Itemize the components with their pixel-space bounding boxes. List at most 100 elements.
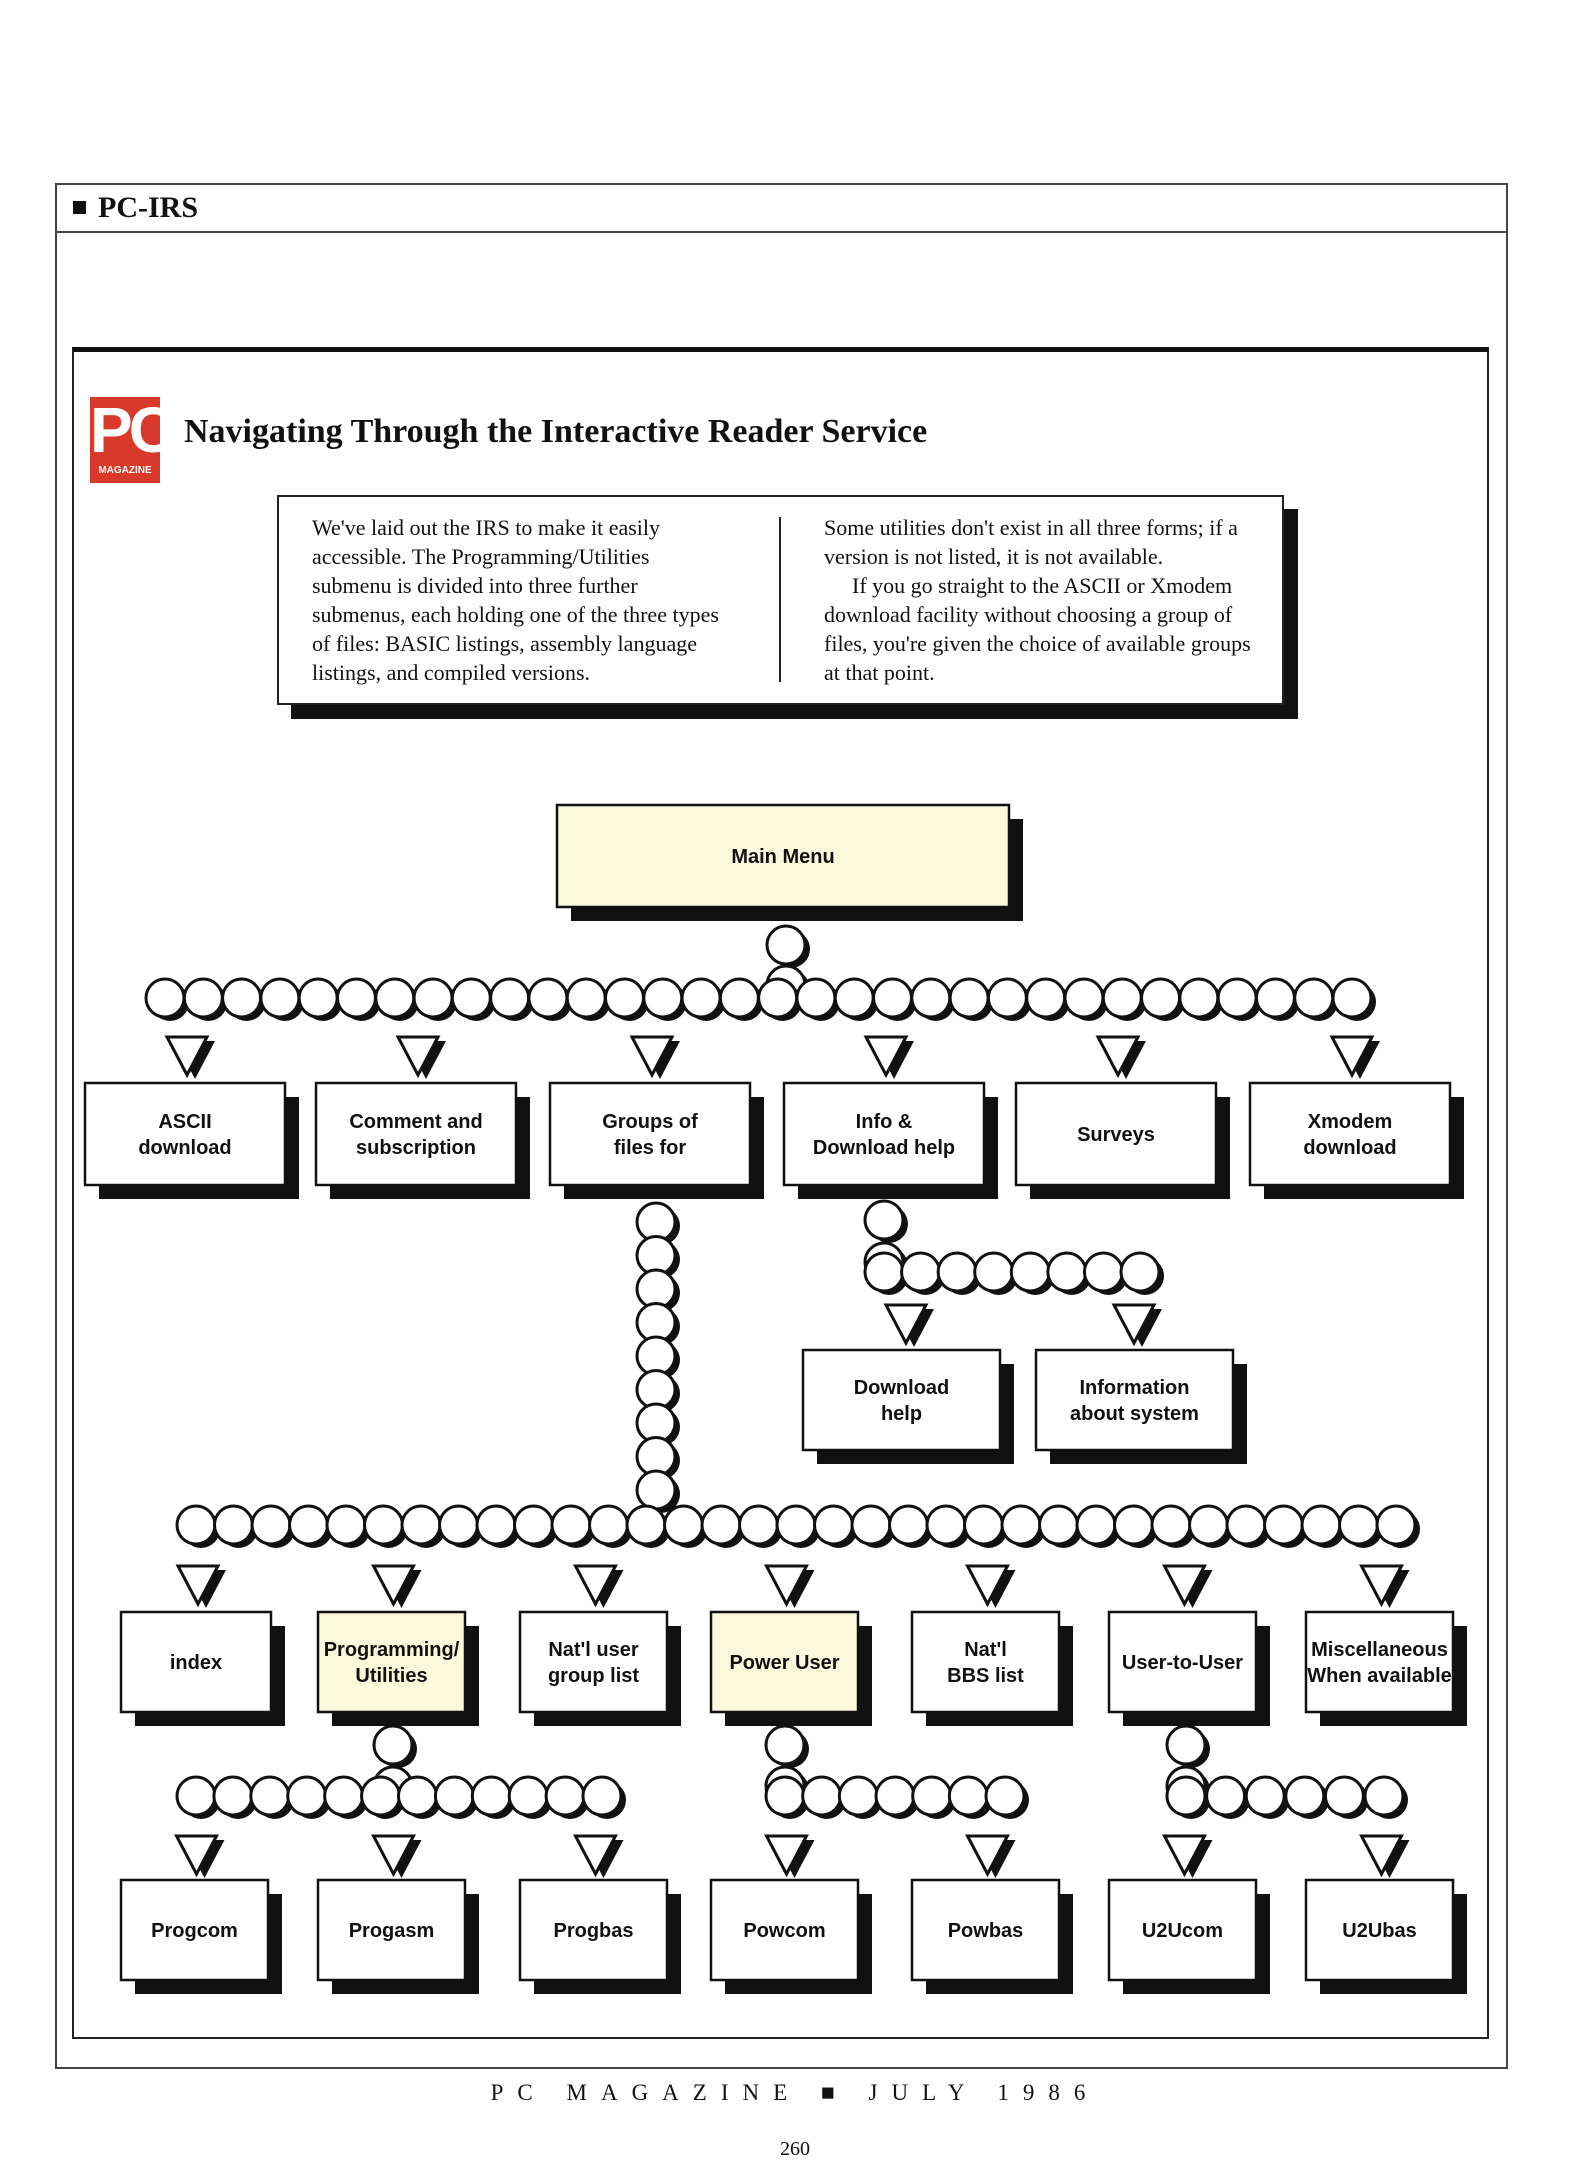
- connector-circle: [925, 1504, 967, 1546]
- box-label: Nat'l user: [548, 1639, 639, 1661]
- footer-page-number: 260: [780, 2138, 810, 2160]
- connector-circle: [795, 977, 837, 1019]
- box-frame: [555, 803, 1011, 909]
- connector-circle: [1119, 1251, 1161, 1293]
- connector-circle: [874, 1775, 916, 1817]
- connector-circle: [259, 977, 301, 1019]
- connector-circle: [221, 977, 263, 1019]
- down-arrow-icon: [764, 1564, 809, 1608]
- connector-circle: [872, 977, 914, 1019]
- connector-circle: [1263, 1504, 1304, 1546]
- down-arrow-icon: [1359, 1834, 1404, 1878]
- intro-left-column: We've laid out the IRS to make it easily…: [312, 515, 719, 685]
- down-arrow-icon: [764, 1834, 809, 1878]
- down-arrow-icon: [175, 1564, 221, 1608]
- connector-circle: [625, 1504, 667, 1546]
- connector-circle: [738, 1504, 779, 1546]
- connector-circle: [544, 1775, 586, 1817]
- box-label: download: [138, 1137, 231, 1159]
- logo-subtitle: MAGAZINE: [98, 465, 152, 476]
- connector-circle: [363, 1504, 404, 1546]
- connector-circle: [475, 1504, 517, 1546]
- box-label: group list: [548, 1665, 639, 1687]
- box-frame: [518, 1610, 669, 1714]
- down-arrow-icon: [1162, 1834, 1207, 1878]
- box-label: U2Ucom: [1142, 1920, 1223, 1942]
- down-arrow-icon: [573, 1564, 618, 1608]
- box-frame: [119, 1878, 270, 1982]
- sidebar-panel: [72, 347, 1489, 2039]
- connector-circle: [1000, 1504, 1042, 1546]
- connector-circle: [1025, 977, 1067, 1019]
- box-frame: [518, 1878, 669, 1982]
- connector-circle: [1178, 977, 1220, 1019]
- column-divider: [779, 517, 781, 682]
- down-arrow-icon: [863, 1035, 909, 1079]
- intro-right-paragraph-2: If you go straight to the ASCII or Xmode…: [824, 573, 1251, 685]
- connector-circle: [764, 1775, 806, 1817]
- box-frame: [83, 1081, 287, 1187]
- box-frame: [316, 1878, 467, 1982]
- down-arrow-icon: [371, 1834, 416, 1878]
- connector-circle: [323, 1775, 365, 1817]
- down-arrow-icon: [573, 1834, 618, 1878]
- box-frame: [910, 1610, 1061, 1714]
- box-frame: [119, 1610, 273, 1714]
- box-label: index: [170, 1652, 222, 1674]
- connector-circle: [412, 977, 454, 1019]
- connector-circle: [565, 977, 607, 1019]
- down-arrow-icon: [1162, 1564, 1207, 1608]
- connector-circle: [801, 1775, 843, 1817]
- connector-circle: [144, 977, 186, 1019]
- connector-circle: [175, 1775, 217, 1817]
- intro-right-paragraph-1: Some utilities don't exist in all three …: [824, 515, 1238, 569]
- box-frame: [1107, 1878, 1258, 1982]
- box-label: Nat'l: [964, 1639, 1007, 1661]
- down-arrow-icon: [965, 1564, 1010, 1608]
- intro-right-column: Some utilities don't exist in all three …: [824, 513, 1254, 687]
- connector-circle: [1063, 977, 1105, 1019]
- down-arrow-icon: [1095, 1035, 1141, 1079]
- connector-circle: [249, 1775, 291, 1817]
- box-label: Download: [854, 1377, 950, 1399]
- connector-circle: [863, 1251, 905, 1293]
- box-label: Progbas: [553, 1920, 633, 1942]
- connector-circle: [900, 1251, 942, 1293]
- box-label: Programming/: [324, 1639, 460, 1661]
- connector-circle: [764, 1724, 806, 1766]
- connector-circle: [680, 977, 722, 1019]
- box-label: Info &: [856, 1111, 913, 1133]
- box-label: When available: [1307, 1665, 1452, 1687]
- connector-circle: [175, 1504, 217, 1546]
- section-label: PC-IRS: [73, 191, 198, 225]
- connector-circle: [1225, 1504, 1267, 1546]
- box-frame: [801, 1348, 1002, 1452]
- down-arrow-icon: [883, 1303, 929, 1347]
- box-label: Xmodem: [1308, 1111, 1392, 1133]
- down-arrow-icon: [965, 1834, 1010, 1878]
- connector-circle: [948, 977, 990, 1019]
- box-label: Powbas: [948, 1920, 1024, 1942]
- leaf-box-6: U2Ubas: [1304, 1878, 1467, 1994]
- connector-circle: [489, 977, 531, 1019]
- connector-circle: [1075, 1504, 1117, 1546]
- group-box-3: Power User: [709, 1610, 872, 1726]
- down-arrow-icon: [1359, 1564, 1404, 1608]
- box-label: about system: [1070, 1403, 1199, 1425]
- level1-box-4: Surveys: [1014, 1081, 1230, 1199]
- box-frame: [548, 1081, 752, 1187]
- box-label: BBS list: [947, 1665, 1024, 1687]
- connector-circle: [550, 1504, 592, 1546]
- connector-circle: [507, 1775, 549, 1817]
- footer-magazine-line: PC MAGAZINE ■ JULY 1986: [490, 2080, 1100, 2105]
- connector-circle: [1046, 1251, 1088, 1293]
- connector-circle: [984, 1775, 1026, 1817]
- box-label: Progcom: [151, 1920, 238, 1942]
- box-frame: [1304, 1610, 1455, 1714]
- connector-circle: [588, 1504, 629, 1546]
- connector-circle: [372, 1724, 414, 1766]
- connector-circle: [1113, 1504, 1154, 1546]
